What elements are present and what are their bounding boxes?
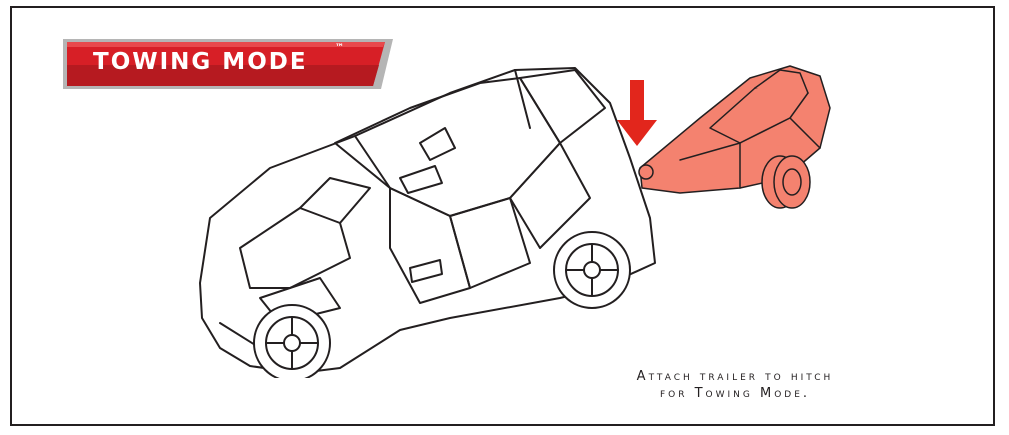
trademark-mark: ™	[335, 43, 344, 53]
instruction-line-2: for Towing Mode.	[659, 386, 811, 401]
car-illustration	[199, 67, 656, 378]
car-with-trailer-illustration	[199, 65, 831, 378]
instruction-text: Attach trailer to hitch for Towing Mode.	[515, 368, 955, 402]
banner-background	[63, 39, 393, 89]
towing-mode-banner: TOWING MODE ™	[63, 39, 393, 89]
instruction-line-1: Attach trailer to hitch	[636, 369, 834, 384]
banner-title: TOWING MODE	[93, 49, 308, 75]
attach-arrow-icon	[617, 80, 657, 146]
trailer-illustration	[638, 65, 831, 209]
